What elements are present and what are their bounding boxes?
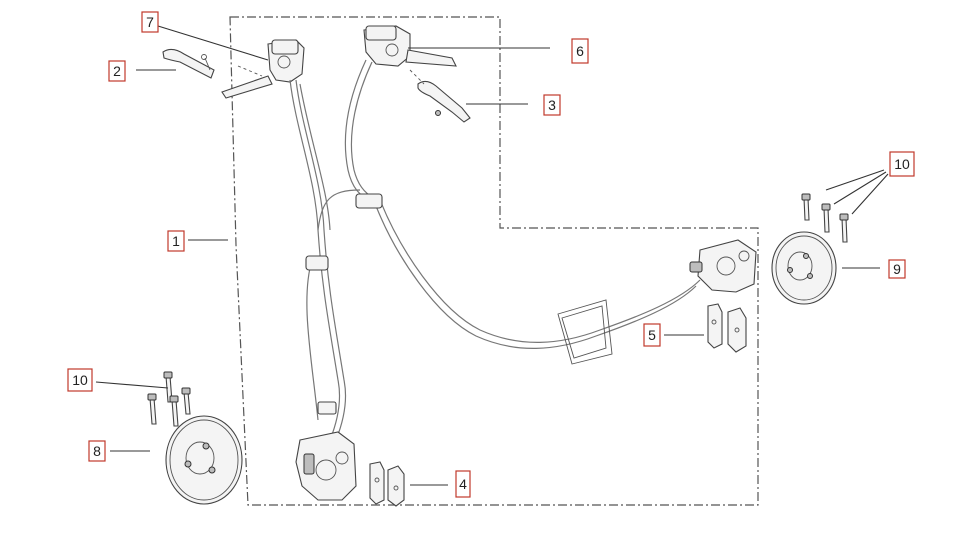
- brake-disc-right: [771, 231, 837, 305]
- callout-9: 9: [888, 259, 906, 279]
- callout-4-label: 4: [459, 476, 467, 492]
- brake-disc-left: [165, 415, 243, 505]
- callout-10-left-label: 10: [72, 372, 88, 388]
- leader-lines: [95, 25, 889, 486]
- callout-1-label: 1: [172, 233, 180, 249]
- right-caliper: [689, 239, 757, 293]
- callout-5: 5: [643, 323, 661, 347]
- right-brake-lever: [409, 69, 471, 123]
- disc-bolts-left: [147, 371, 191, 427]
- assembly-boundary: [229, 16, 759, 506]
- callout-7: 7: [141, 11, 159, 33]
- right-master-cylinder: [363, 25, 457, 67]
- callout-8: 8: [88, 440, 106, 462]
- callout-1: 1: [167, 230, 185, 252]
- front-left-caliper: [295, 431, 357, 501]
- callout-10-right: 10: [889, 151, 915, 177]
- callout-8-label: 8: [93, 443, 101, 459]
- callout-6: 6: [571, 38, 589, 64]
- callout-7-label: 7: [146, 14, 154, 30]
- callout-6-label: 6: [576, 43, 584, 59]
- callout-2-label: 2: [113, 63, 121, 79]
- hose-bracket: [557, 299, 613, 365]
- callout-10-left: 10: [67, 368, 93, 392]
- callout-2: 2: [108, 60, 126, 82]
- callout-5-label: 5: [648, 327, 656, 343]
- disc-bolts-right: [801, 193, 849, 243]
- callout-10-right-label: 10: [894, 156, 910, 172]
- brake-hoses: [289, 59, 701, 441]
- left-brake-lever: [162, 48, 263, 79]
- callout-4: 4: [455, 470, 471, 498]
- brake-pads-left: [369, 461, 405, 507]
- callout-9-label: 9: [893, 261, 901, 277]
- callout-3-label: 3: [548, 97, 556, 113]
- left-master-cylinder: [221, 39, 305, 99]
- callout-3: 3: [543, 94, 561, 116]
- brake-pads-right: [707, 303, 747, 353]
